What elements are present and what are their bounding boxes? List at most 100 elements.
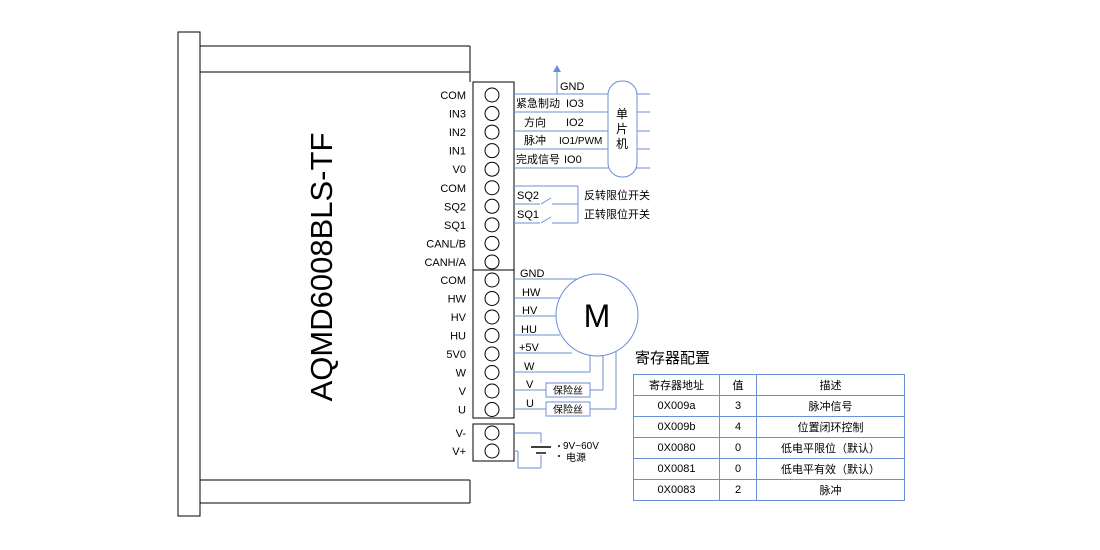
terminal-screw — [484, 217, 500, 233]
power-wiring — [514, 432, 542, 469]
terminal-label: IN3 — [449, 109, 466, 121]
motor-line-label: HW — [522, 287, 541, 299]
cell-description: 低电平有效（默认） — [756, 458, 905, 480]
table-row: 0X009a 3 脉冲信号 — [633, 395, 905, 417]
terminal-screw — [484, 180, 500, 196]
device-heatsink-edge — [177, 31, 201, 517]
mcu-label-char: 单 — [616, 107, 628, 121]
limit-switch-label: SQ1 — [517, 209, 539, 221]
terminal-screw — [484, 309, 500, 325]
cell-address: 0X0083 — [633, 479, 720, 501]
terminal-screw — [484, 328, 500, 343]
register-table-header: 寄存器地址 值 描述 — [633, 374, 905, 396]
io-signal-port: IO1/PWM — [559, 136, 602, 147]
terminal-screws — [484, 87, 500, 459]
io-signal-labels: 紧急制动 IO3 方向 IO2 脉冲 IO1/PWM 完成信号 IO0 — [516, 96, 602, 166]
terminal-screw — [484, 143, 500, 159]
table-row: 0X0080 0 低电平限位（默认） — [633, 437, 905, 459]
motor-label: M — [584, 298, 611, 334]
fuse-boxes — [545, 382, 591, 417]
terminal-label: SQ1 — [444, 220, 466, 232]
mcu-label-char: 机 — [616, 137, 628, 151]
cell-value: 0 — [719, 437, 757, 459]
motor-line-label: HV — [522, 305, 538, 317]
terminal-label: V- — [456, 428, 467, 440]
limit-switch-desc: 反转限位开关 — [584, 188, 650, 202]
terminal-label: 5V0 — [446, 349, 466, 361]
cell-description: 低电平限位（默认） — [756, 437, 905, 459]
terminal-label: V — [459, 386, 467, 398]
terminal-screw — [484, 198, 500, 214]
terminal-screw — [484, 383, 500, 399]
terminal-screw — [484, 124, 500, 140]
io-signal-name: 方向 — [524, 115, 546, 129]
motor-line-label: V — [526, 379, 534, 391]
terminal-label: CANL/B — [426, 238, 466, 250]
io-signal-port: IO0 — [564, 154, 582, 166]
table-row: 0X0081 0 低电平有效（默认） — [633, 458, 905, 480]
terminal-screw — [484, 235, 500, 251]
terminal-screw — [484, 443, 500, 459]
cell-value: 2 — [719, 479, 757, 501]
limit-switch-wiring — [514, 185, 579, 224]
power-range-label: 9V~60V — [563, 441, 599, 452]
motor-line-label: GND — [520, 268, 545, 280]
terminal-label: HW — [448, 294, 467, 306]
terminal-label: IN1 — [449, 146, 466, 158]
terminal-label: V0 — [453, 164, 466, 176]
device-model-label: AQMD6008BLS-TF — [304, 133, 339, 402]
terminal-screw — [484, 254, 500, 270]
io-signal-name: 脉冲 — [524, 133, 546, 147]
cell-value: 0 — [719, 458, 757, 480]
terminal-screw — [484, 87, 500, 103]
terminal-label: CANH/A — [424, 257, 466, 269]
fuse-label: 保险丝 — [553, 384, 583, 397]
terminal-blocks — [472, 81, 515, 462]
terminal-label: COM — [440, 275, 466, 287]
motor-wiring — [514, 278, 617, 410]
header-address: 寄存器地址 — [633, 374, 720, 396]
io-signal-name: 紧急制动 — [516, 96, 560, 110]
terminal-label: COM — [440, 183, 466, 195]
io-signal-port: IO2 — [566, 117, 584, 129]
cell-description: 脉冲信号 — [756, 395, 905, 417]
mcu-label-char: 片 — [616, 122, 628, 136]
cell-address: 0X009b — [633, 416, 720, 438]
terminal-screw — [484, 346, 500, 362]
cell-address: 0X0080 — [633, 437, 720, 459]
terminal-labels-group3: V- V+ — [452, 428, 466, 458]
mcu-block — [607, 80, 638, 178]
register-table: 寄存器地址 值 描述 0X009a 3 脉冲信号 0X009b 4 位置闭环控制… — [633, 374, 905, 501]
terminal-screw — [484, 425, 500, 441]
power-label: 电源 — [566, 451, 586, 464]
terminal-screw — [484, 291, 500, 306]
terminal-label: COM — [440, 90, 466, 102]
cell-address: 0X009a — [633, 395, 720, 417]
io-signal-name: 完成信号 — [516, 152, 560, 166]
terminal-label: V+ — [452, 446, 466, 458]
terminal-label: U — [458, 405, 466, 417]
fuse-label: 保险丝 — [553, 403, 583, 416]
cell-value: 3 — [719, 395, 757, 417]
terminal-label: IN2 — [449, 127, 466, 139]
motor-line-label: +5V — [519, 342, 540, 354]
header-value: 值 — [719, 374, 757, 396]
table-row: 0X0083 2 脉冲 — [633, 479, 905, 501]
motor-line-label: W — [524, 361, 535, 373]
limit-switch-label: SQ2 — [517, 190, 539, 202]
motor-symbol — [555, 273, 639, 357]
mcu-label: 单片机 — [616, 107, 628, 151]
battery-icon — [531, 446, 551, 454]
io-signal-port: IO3 — [566, 98, 584, 110]
motor-line-label: U — [526, 398, 534, 410]
gnd-arrow-icon — [553, 65, 561, 72]
power-dots — [558, 445, 560, 457]
terminal-screw — [484, 402, 500, 417]
gnd-label: GND — [560, 81, 585, 93]
device-body — [177, 31, 471, 517]
cell-description: 脉冲 — [756, 479, 905, 501]
